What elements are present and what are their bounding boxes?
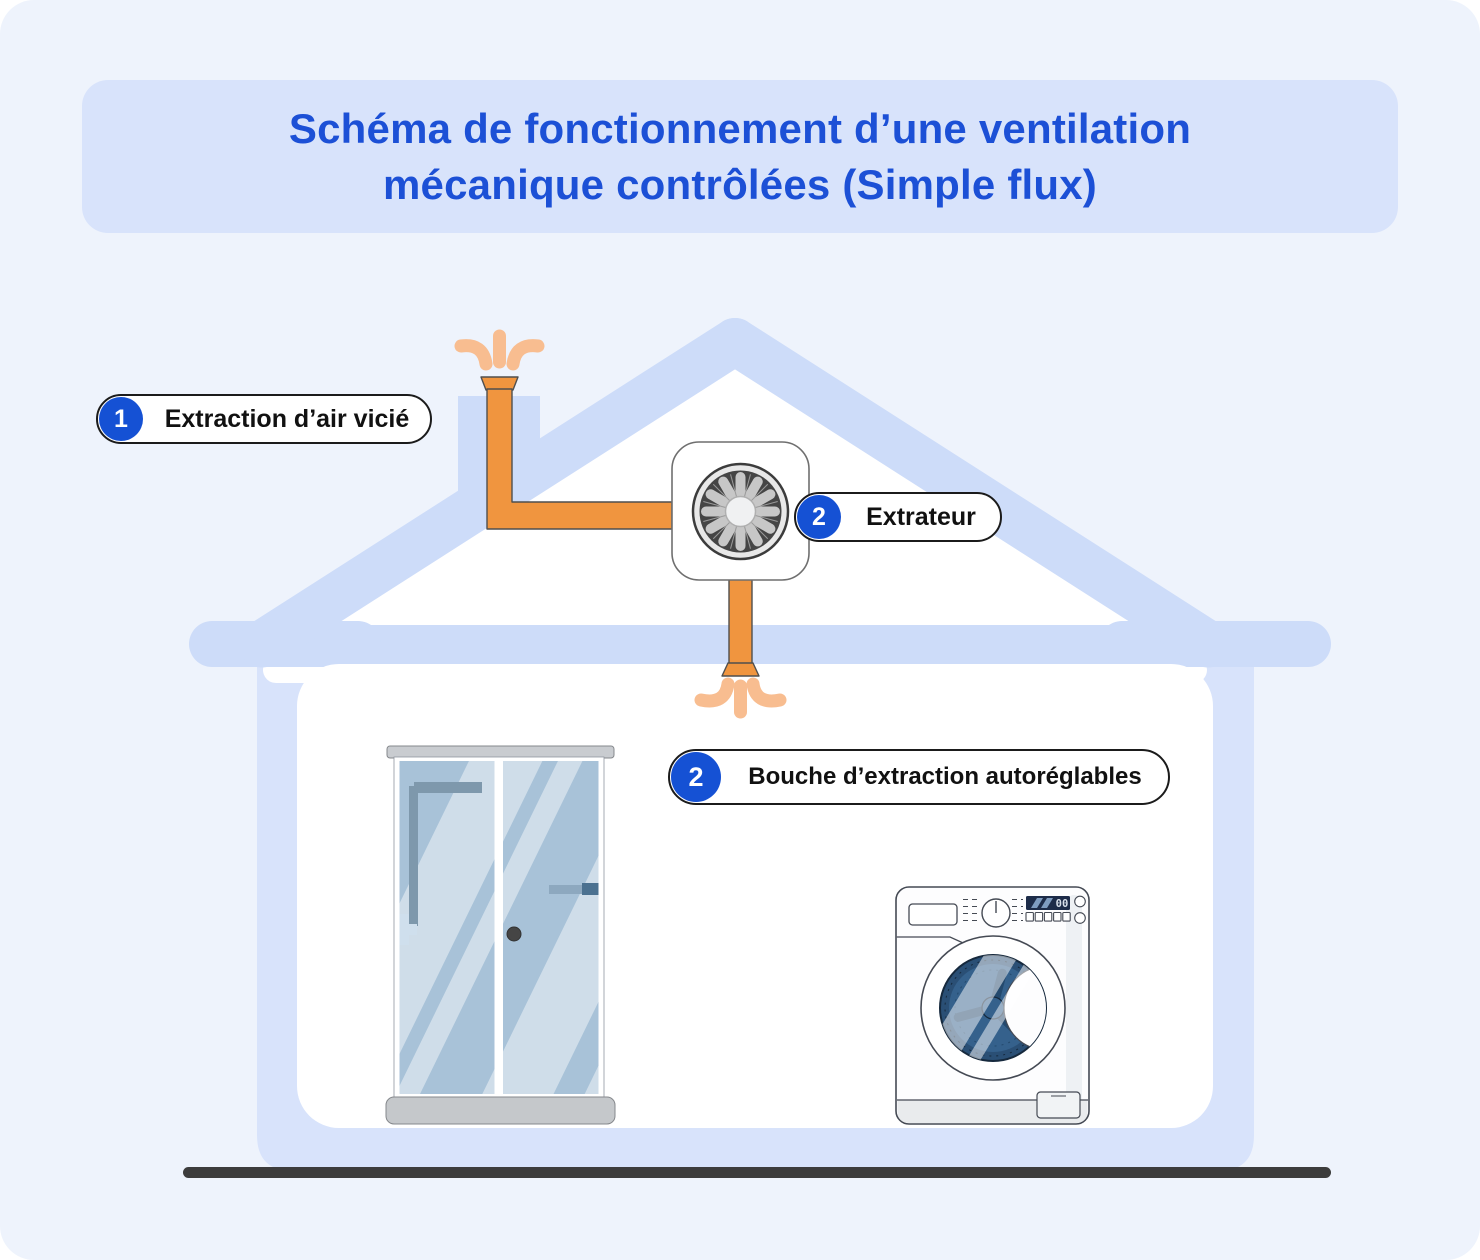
washing-machine: 00 (895, 886, 1090, 1125)
shower-base (385, 1096, 616, 1125)
chimney-cap (480, 376, 519, 391)
callout-extraction-label: Extraction d’air vicié (164, 404, 410, 433)
shower-door-knob (506, 926, 522, 942)
callout-extractor: 2 Extrateur (794, 492, 1002, 542)
program-dial (963, 898, 1023, 928)
washer-door (920, 935, 1066, 1081)
washer-display-value: 00 (1056, 898, 1069, 910)
duct-down (728, 575, 753, 665)
shower-cabin (385, 745, 616, 1125)
callout-extractor-number: 2 (797, 495, 841, 539)
ground-line (183, 1167, 1331, 1178)
duct-ceiling-flare (721, 662, 760, 677)
page-title-line2: mécanique contrôlées (Simple flux) (383, 160, 1097, 208)
duct-network (480, 376, 760, 677)
page-title-line1: Schéma de fonctionnement d’une ventilati… (288, 104, 1192, 152)
air-puffs-ceiling (694, 677, 787, 719)
shower-handle (549, 883, 599, 895)
air-puffs-roof (454, 329, 545, 371)
puff-icon (506, 339, 545, 371)
washer-buttons (1025, 895, 1086, 924)
callout-bouche-label: Bouche d’extraction autoréglables (748, 763, 1142, 790)
title-banner: Schéma de fonctionnement d’une ventilati… (82, 80, 1398, 233)
shower-fixture (399, 782, 482, 945)
detergent-drawer (908, 903, 958, 926)
callout-extraction: 1 Extraction d’air vicié (96, 394, 432, 444)
washer-filter-door (1036, 1091, 1081, 1119)
extractor-unit (671, 441, 810, 581)
callout-bouche: 2 Bouche d’extraction autoréglables (668, 749, 1170, 805)
puff-icon (454, 339, 493, 371)
puff-icon (746, 677, 787, 708)
puff-icon (694, 677, 735, 708)
fan-icon (691, 462, 790, 561)
washer-display: 00 (1026, 896, 1070, 910)
ceiling-band (257, 625, 1254, 665)
callout-extractor-label: Extrateur (866, 502, 976, 531)
callout-extraction-number: 1 (99, 397, 143, 441)
callout-bouche-number: 2 (671, 752, 721, 802)
